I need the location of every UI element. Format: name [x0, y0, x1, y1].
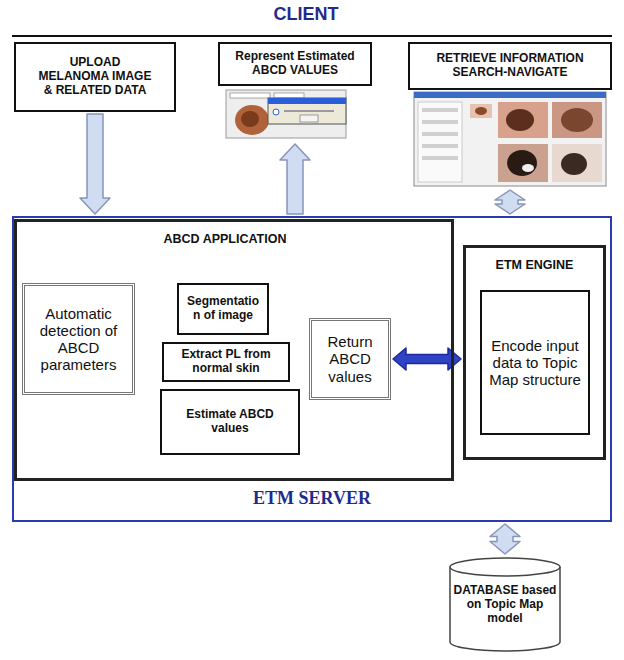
- app-window: [414, 92, 606, 186]
- lesion-image: [235, 105, 269, 135]
- dialog-icon: [273, 109, 279, 115]
- box-label: Automatic detection of ABCD parameters: [29, 305, 128, 374]
- thumbnail: [498, 144, 548, 182]
- dialog-window: [268, 98, 346, 124]
- box-label: Encode input data to Topic Map structure: [486, 337, 584, 389]
- text-holder: ETM ENGINE: [466, 258, 603, 272]
- thumbnail: [552, 144, 602, 182]
- cylinder-top: [450, 558, 560, 576]
- process-box: Encode input data to Topic Map structure: [480, 290, 590, 435]
- process-box: Segmentatio n of image: [177, 283, 269, 335]
- box-label: UPLOAD MELANOMA IMAGE & RELATED DATA: [37, 56, 153, 97]
- text-holder: Encode input data to Topic Map structure: [482, 292, 588, 433]
- block-arrow: [393, 348, 461, 370]
- frame-title: ETM SERVER: [253, 488, 371, 509]
- block-arrow: [280, 144, 310, 214]
- app-title-bar: [414, 92, 606, 98]
- box-label: Estimate ABCD values: [180, 408, 280, 436]
- panel-row: [422, 144, 458, 148]
- dialog-button: [300, 115, 318, 122]
- thumbnail-lesion: [506, 109, 534, 131]
- engine-box: Encode input data to Topic Map structure…: [463, 245, 606, 460]
- text-holder: ETM SERVER: [14, 488, 610, 509]
- box-outline: RETRIEVE INFORMATION SEARCH-NAVIGATE: [408, 42, 612, 90]
- form-field: [274, 93, 304, 98]
- block-arrow: [495, 190, 525, 214]
- box-label: DATABASE based on Topic Map model: [452, 584, 558, 625]
- box-label: Segmentatio n of image: [183, 295, 263, 323]
- side-panel: [418, 102, 462, 182]
- panel-row: [422, 156, 458, 160]
- thumbnail-lesion: [561, 153, 587, 175]
- search-screenshot: [414, 92, 606, 186]
- form-field: [230, 93, 270, 98]
- dialog-message: [284, 110, 334, 112]
- header-rule: [12, 35, 612, 37]
- thumbnail: [470, 104, 492, 118]
- box-heading: ABCD APPLICATION: [164, 232, 287, 246]
- server-frame: Automatic detection of ABCD parameters Se…: [12, 216, 612, 522]
- text-holder: Automatic detection of ABCD parameters: [25, 286, 132, 392]
- section-heading: CLIENT: [0, 4, 612, 25]
- process-box: Automatic detection of ABCD parameters: [22, 283, 135, 395]
- lesion-core: [241, 111, 259, 127]
- block-arrow: [490, 524, 520, 554]
- client-action-box: UPLOAD MELANOMA IMAGE & RELATED DATA: [14, 42, 176, 112]
- box-label: Extract PL from normal skin: [171, 348, 281, 376]
- thumbnail-lesion: [561, 108, 593, 132]
- text-holder: Estimate ABCD values: [162, 391, 298, 453]
- box-outline: Represent Estimated ABCD VALUES: [218, 42, 372, 86]
- thumbnail-highlight: [522, 164, 534, 172]
- panel-row: [422, 132, 458, 136]
- result-screenshot: [226, 90, 346, 138]
- thumbnail: [498, 102, 548, 138]
- thumbnail-lesion: [507, 150, 537, 176]
- text-holder: UPLOAD MELANOMA IMAGE & RELATED DATA: [16, 44, 174, 110]
- dialog-title-bar: [268, 98, 346, 104]
- application-box: Automatic detection of ABCD parameters Se…: [14, 219, 454, 481]
- panel-row: [422, 120, 458, 124]
- client-action-box: Represent Estimated ABCD VALUES: [214, 42, 376, 142]
- client-action-box: RETRIEVE INFORMATION SEARCH-NAVIGATE: [408, 42, 612, 188]
- panel-row: [422, 108, 458, 112]
- cylinder-body: [450, 567, 560, 651]
- box-label: Return ABCD values: [316, 333, 384, 385]
- box-heading: ETM ENGINE: [496, 258, 574, 272]
- text-holder: DATABASE based on Topic Map model: [448, 584, 562, 625]
- text-holder: Return ABCD values: [312, 321, 388, 397]
- process-box: Estimate ABCD values: [160, 389, 300, 455]
- box-label: RETRIEVE INFORMATION SEARCH-NAVIGATE: [425, 52, 595, 80]
- process-box: Return ABCD values: [309, 318, 391, 400]
- text-holder: Extract PL from normal skin: [164, 344, 288, 380]
- process-box: Extract PL from normal skin: [162, 342, 290, 382]
- form-panel: [226, 90, 346, 138]
- database-cylinder: DATABASE based on Topic Map model: [448, 556, 562, 654]
- box-label: Represent Estimated ABCD VALUES: [225, 50, 365, 78]
- text-holder: Segmentatio n of image: [179, 285, 267, 333]
- text-holder: ABCD APPLICATION: [160, 232, 290, 246]
- thumbnail-lesion: [475, 107, 487, 115]
- thumbnail: [552, 102, 602, 138]
- block-arrow: [80, 114, 110, 214]
